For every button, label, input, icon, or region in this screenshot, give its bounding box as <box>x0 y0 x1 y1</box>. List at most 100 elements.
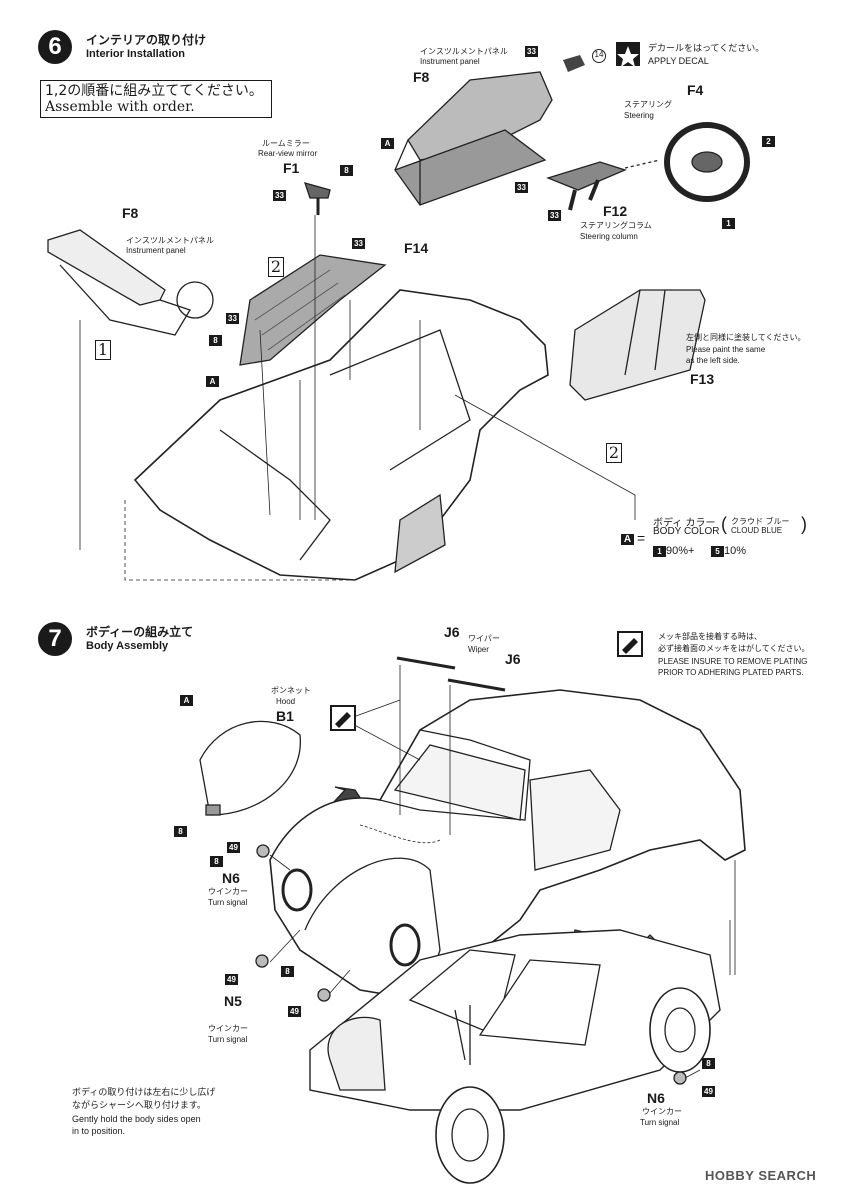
body-color-code-a: A <box>621 534 634 545</box>
cloud-blue-jp: クラウド ブルー <box>731 517 790 526</box>
assemble-order-jp: 1,2の順番に組み立ててください。 <box>45 83 263 99</box>
wiper-label-en: Wiper <box>468 645 489 654</box>
color-code-33-floor-left: 33 <box>226 313 239 324</box>
wheel-rear <box>649 987 711 1073</box>
instrument-panel-left-en: Instrument panel <box>126 246 186 255</box>
rearview-mirror-label-jp: ルームミラー <box>262 139 310 148</box>
mix-percent-1: 90%+ <box>666 545 695 557</box>
mix-code-5: 5 <box>711 546 724 557</box>
color-code-8-n6-rear: 8 <box>702 1058 715 1069</box>
part-n6-rear: N6 <box>647 1090 665 1106</box>
hold-body-note-jp-1: ボディの取り付けは左右に少し広げ <box>72 1088 216 1098</box>
turn-signal-jp-1: ウインカー <box>208 887 248 896</box>
color-code-33-panel: 33 <box>525 46 538 57</box>
color-code-49-n5: 49 <box>225 974 238 985</box>
decal-number: 14 <box>592 49 606 63</box>
steering-column-label-en: Steering column <box>580 232 638 241</box>
color-code-49-n6-front: 49 <box>227 842 240 853</box>
color-code-8-n5: 8 <box>281 966 294 977</box>
part-f13: F13 <box>690 371 715 387</box>
wheel-front <box>435 1086 505 1184</box>
assemble-order-en: Assemble with order. <box>45 99 195 115</box>
color-code-a-body: A <box>206 376 219 387</box>
turn-signal-en-1: Turn signal <box>208 898 248 907</box>
part-f8-top: F8 <box>413 69 430 85</box>
color-code-8-hood: 8 <box>174 826 187 837</box>
step-7-title-en: Body Assembly <box>86 640 169 652</box>
hold-body-note-en-2: in to position. <box>72 1126 126 1136</box>
floor-panel-f14-drawing <box>239 254 387 366</box>
step-7-title-jp: ボディーの組み立て <box>86 625 194 639</box>
paint-same-en-1: Please paint the same <box>686 345 766 354</box>
body-shell-drawing <box>133 289 549 581</box>
mix-percent-2: 10% <box>724 545 747 557</box>
paint-same-jp: 左側と同様に塗装してください。 <box>686 333 806 342</box>
color-code-a-hood: A <box>180 695 193 706</box>
part-f8-left: F8 <box>122 205 139 221</box>
hood-label-jp: ボンネット <box>271 686 311 695</box>
plating-note-en-1: PLEASE INSURE TO REMOVE PLATING <box>658 657 808 666</box>
color-code-1-steering: 1 <box>722 218 735 229</box>
color-code-33-column: 33 <box>548 210 561 221</box>
order-mark-1: 1 <box>95 340 111 360</box>
part-n6-front: N6 <box>222 870 240 886</box>
apply-decal-en: APPLY DECAL <box>648 56 709 66</box>
turn-signal-en-2: Turn signal <box>208 1035 248 1044</box>
turn-signal-en-3: Turn signal <box>640 1118 680 1127</box>
mix-code-1: 1 <box>653 546 666 557</box>
body-color-equals: = <box>637 530 646 546</box>
instrument-panel-label-jp: インスツルメントパネル <box>420 47 508 56</box>
part-b1: B1 <box>276 708 294 724</box>
color-code-8-n6-front: 8 <box>210 856 223 867</box>
steering-label-jp: ステアリング <box>624 100 672 109</box>
part-n5: N5 <box>224 993 242 1009</box>
order-mark-2-floor: 2 <box>268 257 284 277</box>
instrument-panel-label-en: Instrument panel <box>420 57 480 66</box>
part-j6-right: J6 <box>505 651 521 667</box>
paren-right: ) <box>801 514 807 534</box>
step-6-number: 6 <box>38 30 72 64</box>
step-6-title-jp: インテリアの取り付け <box>86 33 207 47</box>
part-f4: F4 <box>687 82 704 98</box>
part-f12: F12 <box>603 203 628 219</box>
color-code-49-n6-rear: 49 <box>702 1086 715 1097</box>
body-color-jp: ボディ カラー <box>653 518 716 529</box>
hold-body-note-en-1: Gently hold the body sides open <box>72 1114 201 1124</box>
steering-column-f12-drawing <box>546 161 627 191</box>
plating-note-jp-2: 必ず接着面のメッキをはがしてください。 <box>658 644 810 653</box>
step-7-number: 7 <box>38 622 72 656</box>
watermark: HOBBY SEARCH <box>705 1168 817 1183</box>
apply-decal-jp: デカールをはってください。 <box>648 44 765 54</box>
color-code-8-floor: 8 <box>209 335 222 346</box>
plating-note-en-2: PRIOR TO ADHERING PLATED PARTS. <box>658 668 804 677</box>
order-mark-2-side: 2 <box>606 443 622 463</box>
hood-label-en: Hood <box>276 697 296 706</box>
step-6-title-en: Interior Installation <box>86 48 186 60</box>
car-body-drawing <box>269 689 746 1001</box>
rearview-mirror-label-en: Rear-view mirror <box>258 149 318 158</box>
hold-body-note-jp-2: ながらシャーシへ取り付けます。 <box>72 1101 206 1111</box>
part-j6-left: J6 <box>444 624 460 640</box>
steering-label-en: Steering <box>624 111 654 120</box>
color-code-33-mirror: 33 <box>273 190 286 201</box>
turn-signal-jp-3: ウインカー <box>642 1107 682 1116</box>
part-f14: F14 <box>404 240 429 256</box>
headlight-left <box>281 868 313 912</box>
color-code-49-n5-right: 49 <box>288 1006 301 1017</box>
plating-note-jp-1: メッキ部品を接着する時は、 <box>658 632 762 641</box>
turn-signal-jp-2: ウインカー <box>208 1024 248 1033</box>
color-code-33-panel-bottom: 33 <box>515 182 528 193</box>
paint-same-en-2: as the left side. <box>686 356 740 365</box>
cloud-blue-en: CLOUD BLUE <box>731 526 783 535</box>
body-color-legend: A = ボディ カラー BODY COLOR ( クラウド ブルー CLOUD … <box>621 512 841 562</box>
headlight-right <box>389 923 421 967</box>
part-f1: F1 <box>283 160 300 176</box>
steering-wheel-f4-drawing <box>664 122 750 202</box>
wiper-label-jp: ワイパー <box>468 634 500 643</box>
instrument-panel-left-jp: インスツルメントパネル <box>126 236 214 245</box>
color-code-33-floor: 33 <box>352 238 365 249</box>
assemble-order-box: 1,2の順番に組み立ててください。 Assemble with order. <box>40 80 272 118</box>
steering-column-label-jp: ステアリングコラム <box>580 221 652 230</box>
side-panel-f13-drawing <box>569 289 706 401</box>
color-code-a-panel: A <box>381 138 394 149</box>
